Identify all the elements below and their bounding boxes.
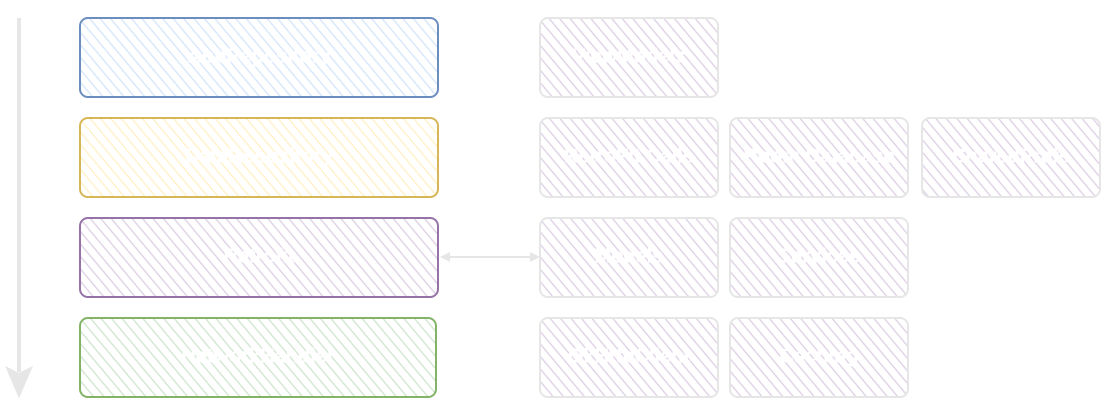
module-caching: Caching xyxy=(729,317,909,398)
layer-label: AppRepository xyxy=(187,45,331,67)
module-retrofit-calls: RetroFit Calls xyxy=(539,117,719,198)
module-label: Services xyxy=(778,245,860,267)
module-label: RetroFit Calls xyxy=(564,145,694,167)
module-label: Models xyxy=(595,245,664,267)
retrofit-connector-arrow xyxy=(440,252,540,262)
module-services: Services xyxy=(729,217,909,298)
module-viewmodels: ViewModels xyxy=(539,17,719,98)
module-label: OkHttpClient xyxy=(568,345,691,367)
layer-app-repository: AppRepository xyxy=(79,17,439,98)
module-label: ViewModels xyxy=(572,45,686,67)
module-label: Room Database xyxy=(743,145,894,167)
module-label: SharedPrefs xyxy=(952,145,1070,167)
flow-arrow xyxy=(5,18,33,399)
layer-label: DataRepository xyxy=(185,145,334,167)
layer-network-handler: NetworkHandler xyxy=(79,317,437,398)
module-models: Models xyxy=(539,217,719,298)
module-shared-prefs: SharedPrefs xyxy=(921,117,1101,198)
module-okhttpclient: OkHttpClient xyxy=(539,317,719,398)
layer-label: NetworkHandler xyxy=(181,345,335,367)
layer-label: Retrofit xyxy=(223,245,294,267)
layer-retrofit: Retrofit xyxy=(79,217,439,298)
layer-data-repository: DataRepository xyxy=(79,117,439,198)
module-room-database: Room Database xyxy=(729,117,909,198)
module-label: Caching xyxy=(780,345,859,367)
